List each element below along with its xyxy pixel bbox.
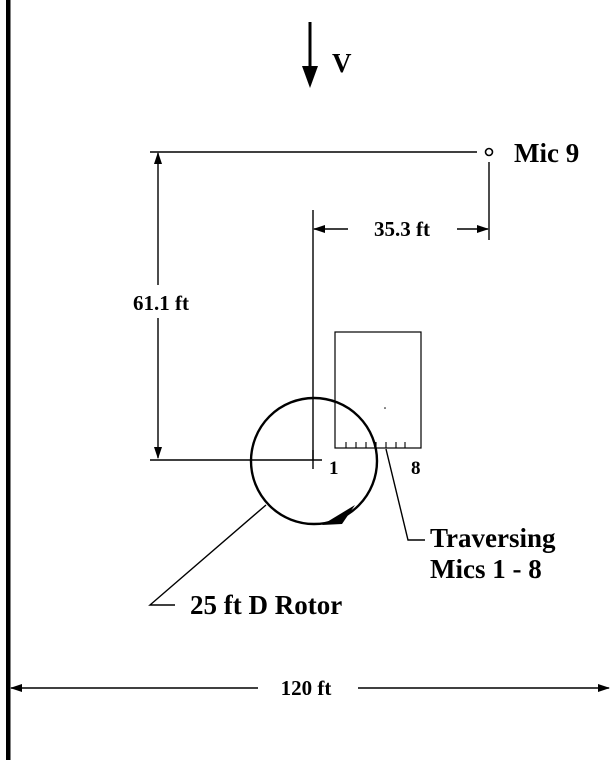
velocity-label: V [332, 48, 352, 78]
mic-start-label: 1 [329, 458, 339, 479]
width-label: 120 ft [281, 676, 332, 700]
velocity-arrow [302, 22, 318, 88]
traversing-leader-line [385, 448, 425, 541]
mic-end-label: 8 [411, 458, 421, 479]
traversing-label-line1: Traversing [430, 523, 556, 553]
rotor-disk [249, 396, 379, 526]
rotation-arrowhead [322, 505, 355, 525]
wall-line [6, 0, 11, 760]
mic9-marker [484, 147, 494, 157]
mic9-label: Mic 9 [514, 138, 579, 168]
mic-tick-marks [345, 442, 406, 448]
horizontal-offset-label: 35.3 ft [374, 217, 430, 241]
vertical-offset-label: 61.1 ft [133, 291, 189, 315]
rotor-leader-line [148, 504, 267, 606]
traversing-label-line2: Mics 1 - 8 [430, 554, 542, 584]
rotor-label: 25 ft D Rotor [190, 590, 342, 620]
traverse-dot [384, 407, 386, 409]
traverse-box [334, 331, 422, 449]
